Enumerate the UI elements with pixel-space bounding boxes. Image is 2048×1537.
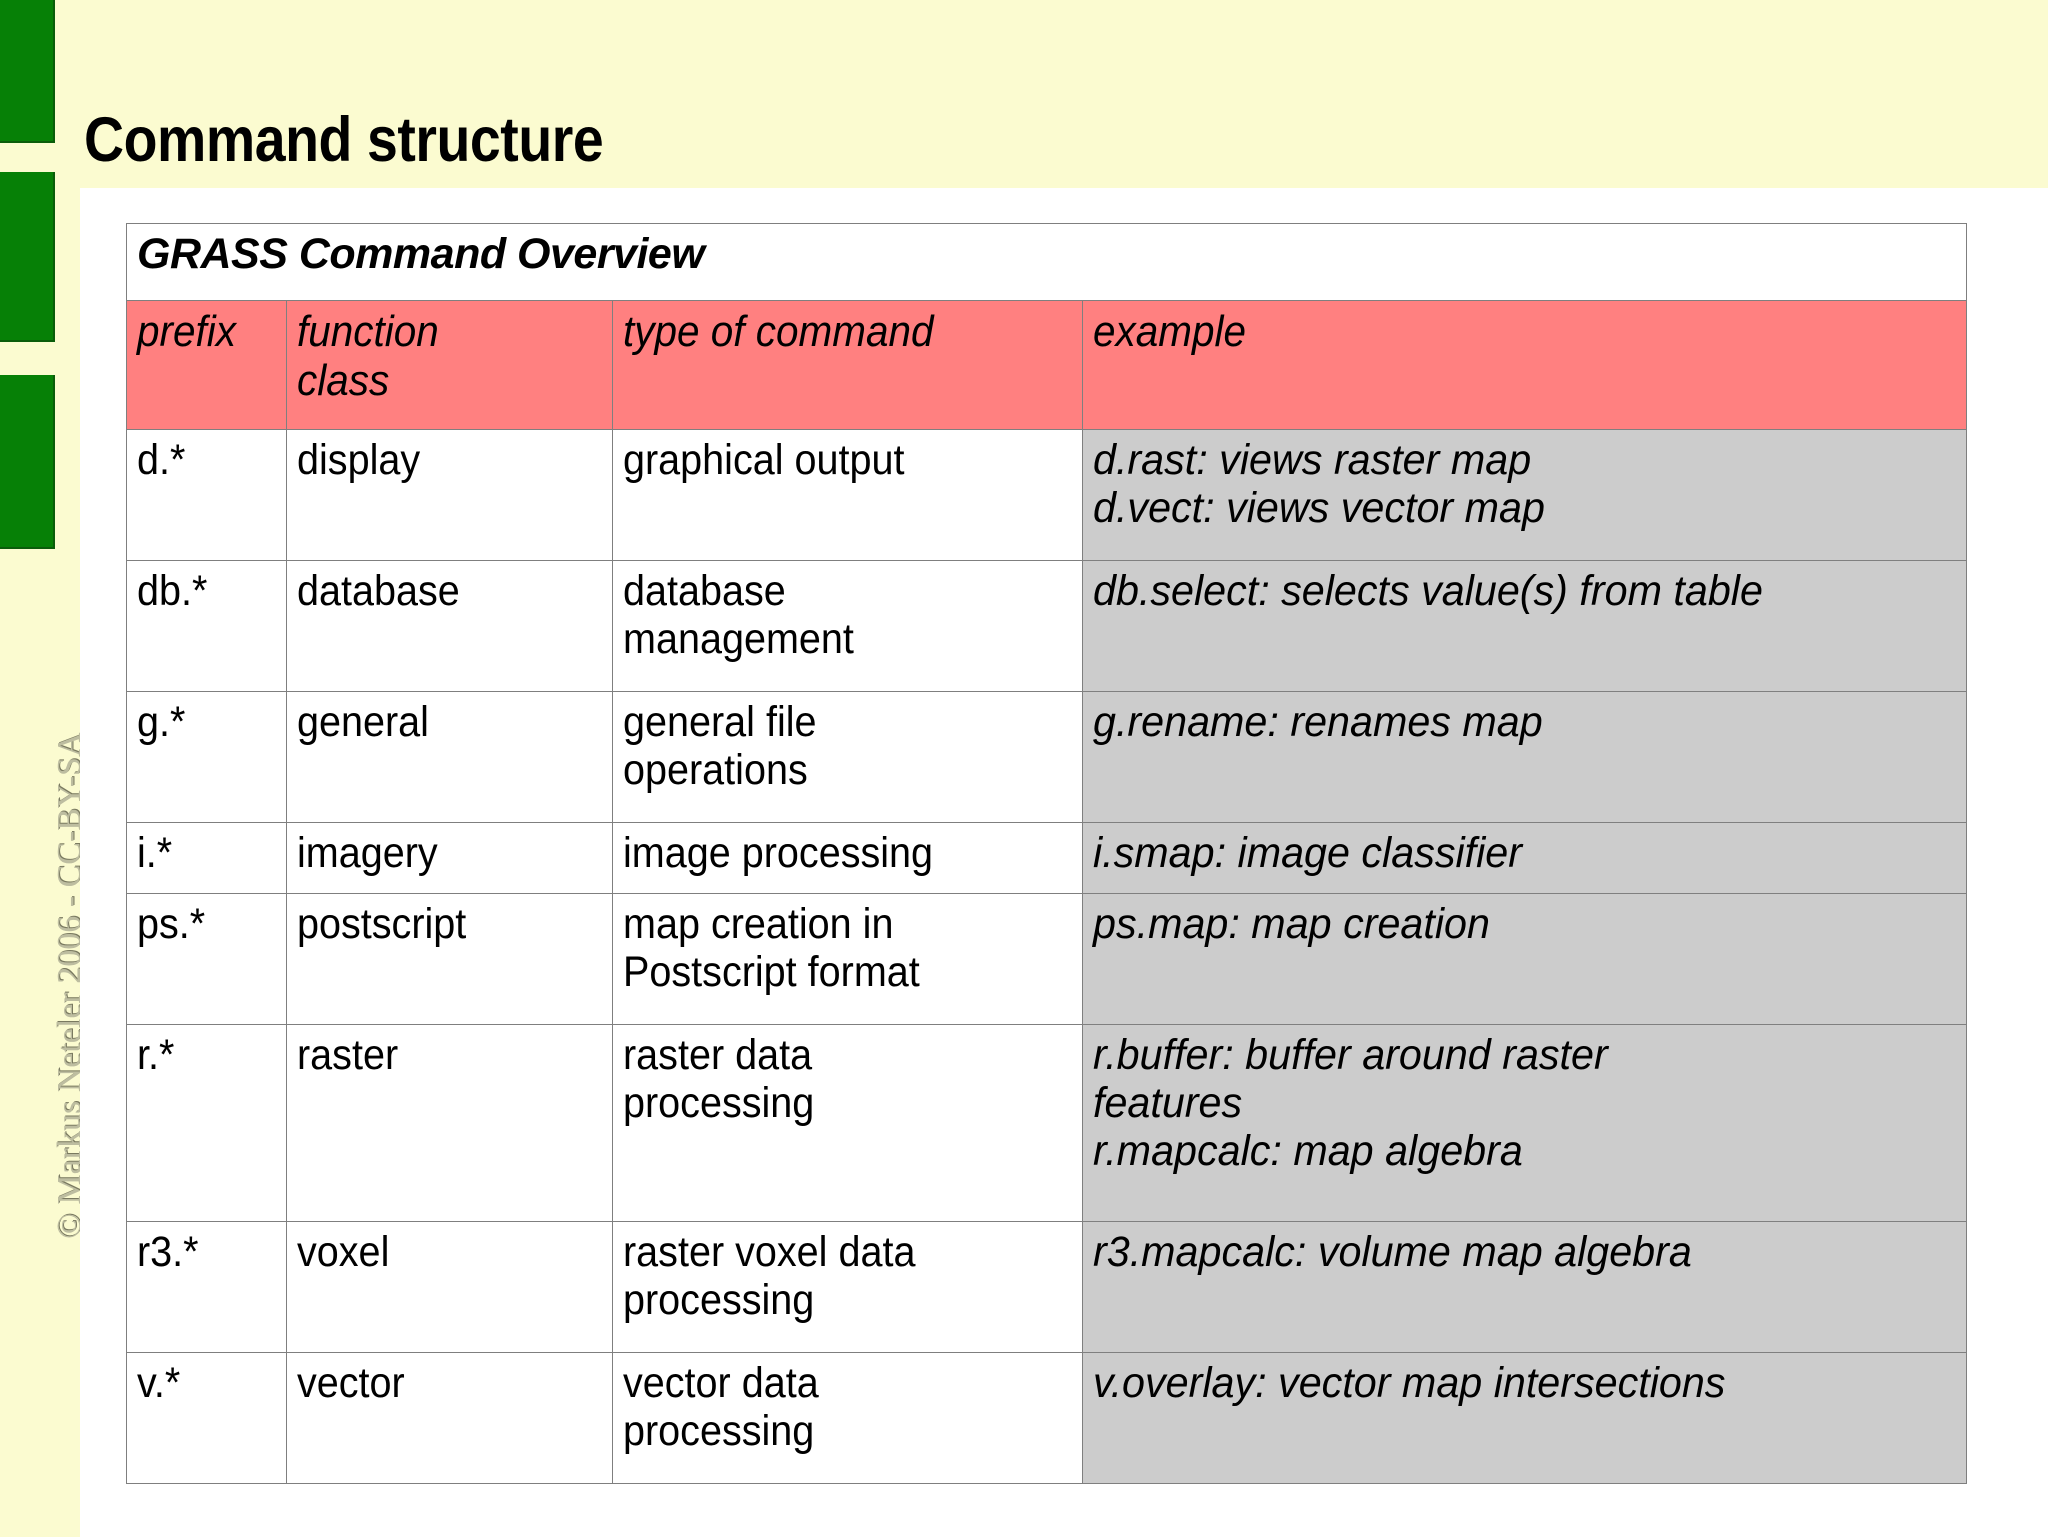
- grass-command-overview-table: GRASS Command Overview prefix function c…: [125, 223, 1968, 1484]
- table-row: db.* database database management db.sel…: [126, 560, 1968, 692]
- cell-example: v.overlay: vector map intersections: [1081, 1352, 1968, 1484]
- table-row: v.* vector vector data processing v.over…: [126, 1352, 1968, 1484]
- cell-example: i.smap: image classifier: [1081, 822, 1968, 894]
- table-row: r3.* voxel raster voxel data processing …: [126, 1221, 1968, 1353]
- cell-example-text: d.rast: views raster map d.vect: views v…: [1093, 436, 1545, 533]
- table-row: d.* display graphical output d.rast: vie…: [126, 429, 1968, 561]
- cell-type-of-command-text: image processing: [623, 829, 934, 877]
- cell-example-text: v.overlay: vector map intersections: [1093, 1359, 1726, 1407]
- cell-type-of-command: database management: [612, 560, 1083, 692]
- cell-prefix: r3.*: [126, 1221, 287, 1353]
- table-row: r.* raster raster data processing r.buff…: [126, 1024, 1968, 1222]
- cell-function-class-text: postscript: [297, 900, 467, 948]
- cell-example: ps.map: map creation: [1081, 893, 1968, 1025]
- table-row: ps.* postscript map creation in Postscri…: [126, 893, 1968, 1025]
- cell-function-class: general: [286, 691, 613, 823]
- cell-prefix-text: r.*: [137, 1031, 175, 1079]
- column-header-example-label: example: [1093, 307, 1247, 356]
- cell-example: d.rast: views raster map d.vect: views v…: [1081, 429, 1968, 561]
- column-header-function-class: function class: [286, 300, 613, 430]
- cell-function-class: database: [286, 560, 613, 692]
- cell-type-of-command-text: database management: [623, 567, 854, 664]
- cell-prefix: v.*: [126, 1352, 287, 1484]
- column-header-prefix-label: prefix: [137, 307, 236, 356]
- cell-function-class: imagery: [286, 822, 613, 894]
- cell-example-text: r3.mapcalc: volume map algebra: [1093, 1228, 1692, 1276]
- cell-type-of-command-text: general file operations: [623, 698, 817, 795]
- column-header-type-of-command: type of command: [612, 300, 1083, 430]
- cell-type-of-command-text: raster data processing: [623, 1031, 815, 1128]
- cell-type-of-command-text: raster voxel data processing: [623, 1228, 916, 1325]
- cell-function-class: vector: [286, 1352, 613, 1484]
- cell-type-of-command-text: graphical output: [623, 436, 905, 484]
- cell-example: r.buffer: buffer around raster features …: [1081, 1024, 1968, 1222]
- cell-example: r3.mapcalc: volume map algebra: [1081, 1221, 1968, 1353]
- table-caption: GRASS Command Overview: [125, 223, 1968, 301]
- cell-example-text: ps.map: map creation: [1093, 900, 1490, 948]
- cell-function-class: postscript: [286, 893, 613, 1025]
- cell-function-class-text: display: [297, 436, 421, 484]
- cell-prefix-text: v.*: [137, 1359, 181, 1407]
- cell-type-of-command: image processing: [612, 822, 1083, 894]
- column-header-function-class-label: function class: [297, 307, 439, 406]
- cell-example: db.select: selects value(s) from table: [1081, 560, 1968, 692]
- table-header-row: prefix function class type of command ex…: [126, 300, 1968, 430]
- cell-prefix-text: ps.*: [137, 900, 206, 948]
- cell-prefix: r.*: [126, 1024, 287, 1222]
- cell-example-text: g.rename: renames map: [1093, 698, 1543, 746]
- cell-type-of-command: raster data processing: [612, 1024, 1083, 1222]
- cell-type-of-command: map creation in Postscript format: [612, 893, 1083, 1025]
- cell-function-class: voxel: [286, 1221, 613, 1353]
- cell-function-class-text: general: [297, 698, 429, 746]
- table-row: g.* general general file operations g.re…: [126, 691, 1968, 823]
- cell-prefix: d.*: [126, 429, 287, 561]
- cell-prefix: g.*: [126, 691, 287, 823]
- cell-example-text: i.smap: image classifier: [1093, 829, 1522, 877]
- cell-function-class: raster: [286, 1024, 613, 1222]
- decorative-green-bar-1: [0, 0, 55, 143]
- cell-prefix: i.*: [126, 822, 287, 894]
- cell-function-class-text: voxel: [297, 1228, 390, 1276]
- column-header-prefix: prefix: [126, 300, 287, 430]
- cell-prefix-text: g.*: [137, 698, 186, 746]
- decorative-green-bar-2: [0, 172, 55, 342]
- table-row: i.* imagery image processing i.smap: ima…: [126, 822, 1968, 894]
- cell-prefix-text: r3.*: [137, 1228, 199, 1276]
- cell-type-of-command: general file operations: [612, 691, 1083, 823]
- cell-function-class: display: [286, 429, 613, 561]
- cell-prefix-text: d.*: [137, 436, 186, 484]
- cell-type-of-command: vector data processing: [612, 1352, 1083, 1484]
- table-caption-row: GRASS Command Overview: [125, 223, 1968, 301]
- cell-prefix: db.*: [126, 560, 287, 692]
- decorative-green-bar-3: [0, 375, 55, 549]
- cell-example-text: db.select: selects value(s) from table: [1093, 567, 1763, 615]
- cell-type-of-command: graphical output: [612, 429, 1083, 561]
- column-header-example: example: [1081, 300, 1968, 430]
- cell-prefix-text: db.*: [137, 567, 208, 615]
- cell-example-text: r.buffer: buffer around raster features …: [1093, 1031, 1608, 1176]
- cell-function-class-text: imagery: [297, 829, 438, 877]
- cream-header-band: [0, 0, 2048, 188]
- cell-function-class-text: raster: [297, 1031, 399, 1079]
- column-header-type-of-command-label: type of command: [623, 307, 934, 356]
- cell-prefix: ps.*: [126, 893, 287, 1025]
- cell-type-of-command: raster voxel data processing: [612, 1221, 1083, 1353]
- cell-example: g.rename: renames map: [1081, 691, 1968, 823]
- cell-function-class-text: vector: [297, 1359, 405, 1407]
- page-title: Command structure: [84, 105, 604, 175]
- cell-prefix-text: i.*: [137, 829, 173, 877]
- cell-type-of-command-text: vector data processing: [623, 1359, 819, 1456]
- cell-function-class-text: database: [297, 567, 460, 615]
- cell-type-of-command-text: map creation in Postscript format: [623, 900, 920, 997]
